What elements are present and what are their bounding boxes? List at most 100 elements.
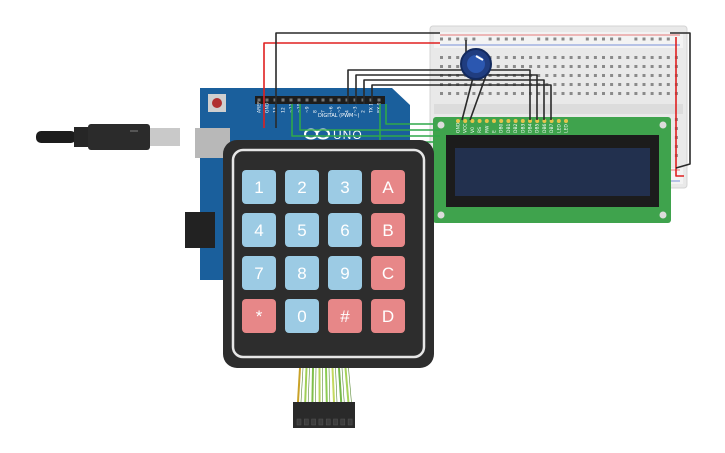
wire-black-rail-right [670, 32, 691, 169]
lcd-pin-label: DB2 [513, 123, 519, 133]
lcd-pin[interactable] [456, 119, 460, 123]
lcd-pin[interactable] [499, 119, 504, 123]
digital-header [255, 96, 385, 104]
lcd-pin[interactable] [506, 119, 511, 123]
header-pin-label: 7 [321, 110, 327, 113]
keypad-key[interactable]: 1 [242, 170, 276, 204]
keypad-connector [293, 402, 355, 428]
keypad-key-label: 4 [254, 221, 263, 240]
pot-knob-indicator-icon [475, 55, 484, 61]
keypad-key[interactable]: 3 [328, 170, 362, 204]
lcd-pin[interactable] [528, 119, 532, 123]
potentiometer[interactable] [460, 48, 492, 80]
header-pin[interactable] [257, 98, 261, 102]
lcd-pin-label: RW [484, 125, 490, 133]
header-pin[interactable] [361, 98, 365, 102]
header-pin-label: 8 [313, 110, 319, 113]
keypad-key-label: 9 [340, 264, 349, 283]
keypad-key-label: D [382, 307, 394, 326]
keypad-key-label: 2 [297, 178, 306, 197]
header-pin-label: GND [265, 102, 271, 113]
wire-black-lcd-1 [347, 69, 531, 120]
header-pin[interactable] [369, 98, 373, 102]
keypad-key[interactable]: * [242, 299, 276, 333]
header-pin[interactable] [329, 98, 333, 102]
lcd-pin-label: RS [477, 127, 483, 133]
wire-pot-vcc [469, 69, 489, 121]
keypad-key-label: # [340, 307, 350, 326]
lcd-pin-label: DB5 [535, 123, 541, 133]
keypad-key[interactable]: # [328, 299, 362, 333]
reset-button-cap [212, 98, 222, 108]
keypad-key[interactable]: 0 [285, 299, 319, 333]
keypad-key[interactable]: 2 [285, 170, 319, 204]
uno-label: UNO [333, 128, 363, 142]
lcd-pin-label: GND [456, 122, 462, 133]
lcd-pin-label: E [492, 130, 498, 133]
keypad-inner-border [231, 148, 426, 359]
keypad-key[interactable]: A [371, 170, 405, 204]
lcd-pin-label: DB0 [499, 123, 505, 133]
lcd-pin[interactable] [484, 119, 489, 123]
keypad-key[interactable]: 9 [328, 256, 362, 290]
lcd-pin-label: DB7 [549, 123, 555, 133]
keypad-key-label: 0 [297, 307, 306, 326]
lcd-pin[interactable] [564, 119, 568, 123]
lcd-pin[interactable] [520, 119, 525, 123]
usb-symbol-icon [130, 130, 138, 132]
keypad-key[interactable]: B [371, 213, 405, 247]
header-pin[interactable] [321, 98, 325, 102]
header-pin-label: AREF [257, 101, 263, 113]
keypad-key[interactable]: 7 [242, 256, 276, 290]
header-pin[interactable] [353, 98, 357, 102]
keypad-key-label: 3 [340, 178, 349, 197]
header-pin-label: ~3 [353, 106, 359, 113]
lcd-pin[interactable] [556, 119, 561, 123]
lcd-pin-label: LED [556, 124, 562, 133]
header-pin[interactable] [273, 98, 277, 102]
lcd-pin[interactable] [470, 119, 475, 123]
wire-black-gnd [275, 32, 440, 128]
lcd-pin-label: DB3 [520, 123, 526, 133]
lcd-pin[interactable] [477, 119, 482, 123]
header-pin[interactable] [297, 98, 301, 102]
header-pin[interactable] [289, 98, 293, 102]
wire-black-lcd-4 [371, 84, 552, 120]
keypad-key-label: C [382, 264, 394, 283]
keypad-key[interactable]: 4 [242, 213, 276, 247]
header-pin[interactable] [281, 98, 285, 102]
header-pin[interactable] [337, 98, 341, 102]
header-pin-label: ~9 [305, 106, 311, 113]
keypad-key-label: * [256, 307, 263, 326]
header-pin[interactable] [265, 98, 269, 102]
wire-green-4 [385, 104, 434, 125]
keypad-key[interactable]: C [371, 256, 405, 290]
wire-black-lcd-3 [363, 79, 545, 120]
keypad-key[interactable]: 8 [285, 256, 319, 290]
keypad-key[interactable]: D [371, 299, 405, 333]
keypad-key-label: B [382, 221, 393, 240]
header-pin[interactable] [345, 98, 349, 102]
lcd-pin-label: LED [564, 124, 570, 133]
keypad[interactable]: 1 2 3 A 4 5 6 B 7 8 9 C * 0 # D [223, 140, 434, 368]
lcd-pin[interactable] [492, 119, 496, 123]
lcd-pin-label: DB6 [542, 123, 548, 133]
keypad-key-label: 6 [340, 221, 349, 240]
header-pin[interactable] [377, 98, 381, 102]
lcd-pin[interactable] [513, 119, 518, 123]
lcd-pin-label: DB4 [528, 123, 534, 133]
keypad-key[interactable]: 6 [328, 213, 362, 247]
header-pin[interactable] [305, 98, 309, 102]
header-pin-label: TX 1 [369, 103, 375, 114]
wire-red-5v [263, 42, 440, 128]
lcd-pin[interactable] [463, 119, 468, 123]
digital-label: DIGITAL (PWM~) [318, 113, 360, 119]
header-pin[interactable] [313, 98, 317, 102]
keypad-key[interactable]: 5 [285, 213, 319, 247]
header-pin-label: 4 [345, 110, 351, 113]
keypad-key-label: 7 [254, 264, 263, 283]
power-jack [185, 212, 215, 248]
